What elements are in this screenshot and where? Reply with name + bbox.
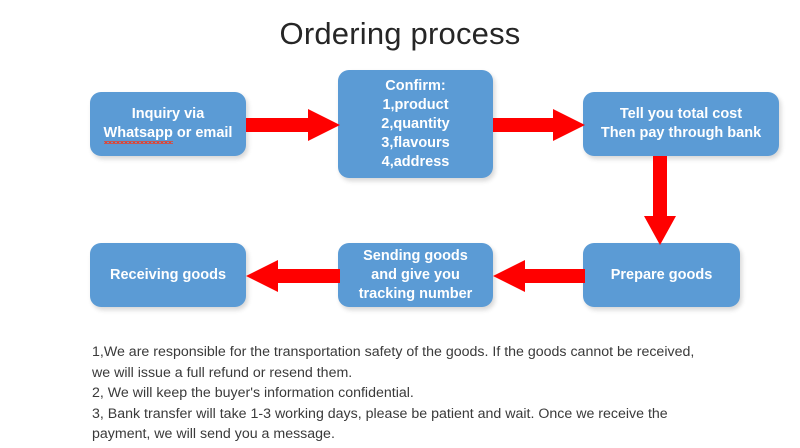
whatsapp-misspelled-word: Whatsapp: [103, 125, 174, 144]
prepare-goods-box[interactable]: Prepare goods: [583, 243, 740, 307]
total-cost-line-2: Then pay through bank: [600, 125, 762, 141]
confirm-line-4: 3,flavours: [381, 134, 450, 151]
confirm-line-3: 2,quantity: [381, 115, 450, 132]
prepare-goods-box-text: Prepare goods: [589, 266, 734, 285]
inquiry-line-1: Inquiry via: [131, 106, 205, 122]
confirm-line-1: Confirm:: [385, 77, 446, 94]
note-line-1: 1,We are responsible for the transportat…: [92, 344, 695, 360]
arrow-right-confirm-to-total-cost: [493, 109, 585, 141]
sending-goods-line-1: Sending goods: [363, 247, 468, 264]
total-cost-line-1: Tell you total cost: [619, 106, 743, 122]
sending-goods-line-2: and give you: [371, 266, 460, 283]
receiving-goods-box-text: Receiving goods: [96, 266, 240, 285]
confirm-box[interactable]: Confirm: 1,product 2,quantity 3,flavours…: [338, 70, 493, 178]
confirm-line-2: 1,product: [382, 96, 449, 113]
total-cost-box-text: Tell you total cost Then pay through ban…: [589, 105, 773, 143]
prepare-goods-line-1: Prepare goods: [610, 266, 713, 283]
total-cost-box[interactable]: Tell you total cost Then pay through ban…: [583, 92, 779, 156]
sending-goods-line-3: tracking number: [358, 285, 473, 302]
note-line-5: payment, we will send you a message.: [92, 426, 335, 442]
receiving-goods-line-1: Receiving goods: [109, 266, 227, 283]
inquiry-line-2: Whatsapp or email: [96, 124, 240, 144]
sending-goods-box[interactable]: Sending goods and give you tracking numb…: [338, 243, 493, 307]
confirm-line-5: 4,address: [381, 153, 450, 170]
note-line-4: 3, Bank transfer will take 1-3 working d…: [92, 405, 668, 422]
receiving-goods-box[interactable]: Receiving goods: [90, 243, 246, 307]
arrow-left-prepare-goods-to-sending-goods: [493, 260, 585, 292]
note-line-2: we will issue a full refund or resend th…: [92, 364, 353, 381]
inquiry-box[interactable]: Inquiry via Whatsapp or email: [90, 92, 246, 156]
arrow-right-inquiry-to-confirm: [246, 109, 340, 141]
sending-goods-box-text: Sending goods and give you tracking numb…: [344, 247, 487, 304]
page-title: Ordering process: [279, 16, 521, 51]
note-line-3: 2, We will keep the buyer's information …: [92, 385, 414, 401]
arrow-down-total-cost-to-prepare-goods: [644, 156, 676, 245]
confirm-box-text: Confirm: 1,product 2,quantity 3,flavours…: [344, 77, 487, 172]
inquiry-box-text: Inquiry via Whatsapp or email: [96, 105, 240, 144]
inquiry-line-2-rest: or email: [172, 125, 233, 141]
arrow-left-sending-goods-to-receiving-goods: [246, 260, 340, 292]
terms-notes: 1,We are responsible for the transportat…: [92, 342, 772, 445]
